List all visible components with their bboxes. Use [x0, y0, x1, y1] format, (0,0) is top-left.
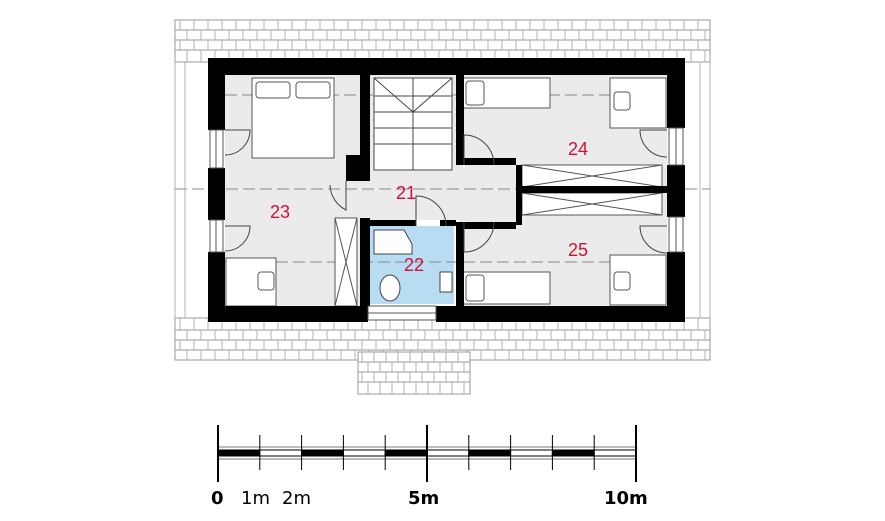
windows	[209, 127, 684, 321]
scale-segment	[510, 449, 553, 457]
scale-segment	[259, 449, 303, 457]
toilet	[379, 274, 401, 302]
scale-label-0: 0	[211, 488, 224, 509]
scale-segment	[301, 449, 344, 457]
scale-label-10m: 10m	[604, 488, 648, 509]
roof-eave-top	[174, 19, 711, 63]
bathroom-fixtures	[373, 229, 453, 302]
room-22-label: 22	[404, 255, 424, 275]
scale-segment	[342, 449, 386, 457]
furniture	[225, 77, 667, 307]
room-24-label: 24	[568, 139, 588, 159]
scale-segment	[426, 449, 470, 457]
scale-label-2m: 2m	[282, 488, 311, 509]
roof-tiles-top	[179, 20, 706, 62]
door-swings	[224, 129, 668, 254]
scale-segment	[593, 449, 637, 457]
scale-label-5m: 5m	[408, 488, 439, 509]
room-25-label: 25	[568, 240, 588, 260]
scale-label-1m: 1m	[241, 488, 270, 509]
sink	[439, 271, 453, 293]
scale-segment	[468, 449, 512, 457]
room-23-label: 23	[270, 202, 290, 222]
scale-segment	[551, 449, 595, 457]
room-21-label: 21	[396, 183, 416, 203]
roof-side-lines	[174, 62, 711, 318]
scale-bar	[217, 425, 637, 482]
roof-tiles-bottom	[179, 318, 706, 360]
walls	[208, 58, 685, 322]
staircase	[373, 77, 453, 171]
canopy-tiles	[361, 352, 465, 394]
scale-segment	[384, 449, 428, 457]
shower-tray	[373, 229, 413, 255]
scale-segment	[217, 449, 261, 457]
entrance-canopy	[357, 351, 471, 395]
